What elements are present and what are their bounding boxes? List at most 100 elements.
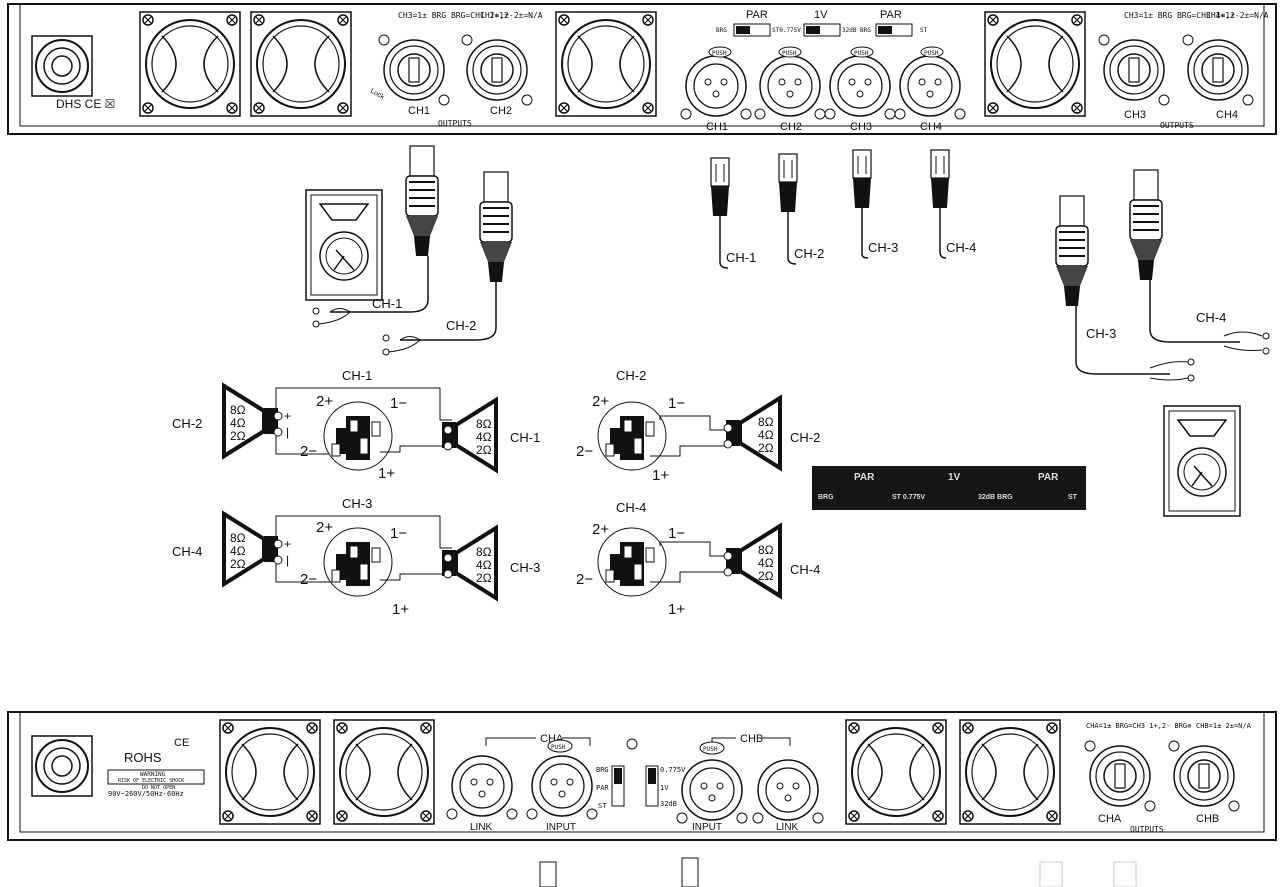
input-label: INPUT [546, 822, 576, 833]
one-volt-label: 1V [814, 9, 828, 21]
svg-text:1−: 1− [390, 395, 407, 412]
push-button[interactable]: PUSH [850, 46, 874, 58]
xlr-cable-label-ch1: CH-1 [726, 250, 756, 265]
svg-text:0.775V: 0.775V [660, 766, 686, 774]
output-label-ch3: CH3 [1124, 109, 1146, 121]
svg-text:4Ω: 4Ω [230, 544, 246, 558]
link-label: LINK [776, 822, 799, 833]
xlr-cable-label-ch3: CH-3 [868, 240, 898, 255]
svg-text:|: | [286, 553, 289, 567]
svg-text:4Ω: 4Ω [758, 428, 774, 442]
xlr-cable-label-ch4: CH-4 [946, 240, 976, 255]
brg-left-label: BRG [818, 494, 834, 501]
push-button[interactable]: PUSH [708, 46, 732, 58]
svg-text:2Ω: 2Ω [230, 429, 246, 443]
par-right-label: PAR [1038, 472, 1059, 483]
svg-text:8Ω: 8Ω [758, 543, 774, 557]
wiring-right-label: CH-3 [510, 560, 540, 575]
power-inlet-icon [31, 735, 93, 797]
one-volt-label: 1V [948, 472, 961, 483]
wiring-left-label: CH-2 [172, 416, 202, 431]
indicator-led [626, 738, 638, 750]
svg-text:2−: 2− [300, 571, 317, 588]
svg-text:PUSH: PUSH [782, 50, 797, 57]
xlr-cable-label-ch2: CH-2 [794, 246, 824, 261]
st-right-label: ST [1068, 494, 1077, 501]
svg-text:8Ω: 8Ω [476, 545, 492, 559]
svg-text:2Ω: 2Ω [230, 557, 246, 571]
xlr-plug-icon [930, 149, 950, 209]
wiring-top-label: CH-1 [342, 368, 372, 383]
brand-marks: DHS CE ☒ [56, 97, 115, 111]
speakon-plug-icon [1129, 169, 1163, 281]
svg-text:+: + [284, 409, 291, 423]
svg-text:ST: ST [598, 802, 607, 810]
svg-text:8Ω: 8Ω [476, 417, 492, 431]
svg-text:2Ω: 2Ω [476, 443, 492, 457]
xlr-plug-icon [710, 157, 730, 217]
svg-text:PUSH: PUSH [854, 50, 869, 57]
speaker-cabinet-icon [1163, 405, 1241, 517]
chb-label: CHB [740, 733, 763, 745]
st-label: ST [920, 27, 928, 34]
input-label-ch2: CH2 [780, 121, 802, 133]
speaker-cable-label-ch2: CH-2 [446, 318, 476, 333]
svg-text:1+: 1+ [652, 467, 669, 484]
svg-text:1+: 1+ [392, 601, 409, 618]
output-cha-caption: CHA=1± BRG=CH3 1+,2- BRG⊗ [1086, 722, 1191, 730]
svg-text:2Ω: 2Ω [758, 569, 774, 583]
wiring-diagram-ch1: 8Ω 4Ω 2Ω +| CH-2 CH-1 2+ 1− 2− 1+ 8Ω 4Ω … [172, 368, 540, 482]
svg-text:2−: 2− [576, 571, 593, 588]
push-button[interactable]: PUSH [778, 46, 802, 58]
svg-text:1V: 1V [660, 784, 669, 792]
svg-text:2+: 2+ [592, 521, 609, 538]
outputs-label: OUTPUTS [1130, 825, 1164, 834]
svg-text:DO NOT OPEN: DO NOT OPEN [142, 785, 175, 791]
db32-brg-label: 32dB BRG [978, 494, 1013, 501]
par-label: PAR [746, 9, 768, 21]
speakon-plug-icon [479, 171, 513, 283]
xlr-plug-icon [778, 153, 798, 213]
output-ch3-caption: CH3=1± BRG BRG=CH3 1+,2- [1124, 11, 1240, 20]
wiring-left-label: CH-4 [172, 544, 202, 559]
svg-text:2+: 2+ [592, 393, 609, 410]
partial-plug-icons [539, 857, 1137, 887]
svg-text:PUSH: PUSH [924, 50, 939, 57]
push-button[interactable]: PUSH [920, 46, 944, 58]
svg-text:+: + [284, 537, 291, 551]
output-chb-caption: CHB=1± 2±=N/A [1196, 722, 1252, 730]
svg-text:1−: 1− [668, 525, 685, 542]
output-label-ch2: CH2 [490, 105, 512, 117]
par-label: PAR [880, 9, 902, 21]
wiring-right-label: CH-2 [790, 430, 820, 445]
speakon-plug-icon [405, 145, 439, 257]
wiring-right-label: CH-4 [790, 562, 820, 577]
svg-text:2Ω: 2Ω [758, 441, 774, 455]
svg-text:2−: 2− [576, 443, 593, 460]
svg-text:4Ω: 4Ω [758, 556, 774, 570]
svg-text:1+: 1+ [668, 601, 685, 618]
push-button[interactable]: PUSH [699, 741, 725, 755]
svg-text:8Ω: 8Ω [230, 403, 246, 417]
speaker-cable-label-ch3: CH-3 [1086, 326, 1116, 341]
wiring-right-label: CH-1 [510, 430, 540, 445]
cable-illustrations: CH-1 CH-2 CH-1 CH-2 CH-3 CH-4 CH-3 CH-4 [305, 145, 1270, 517]
par-left-label: PAR [854, 472, 875, 483]
svg-text:4Ω: 4Ω [476, 430, 492, 444]
voltage-label: 90V~260V/50Hz-60Hz [108, 790, 184, 798]
push-button[interactable]: PUSH [547, 739, 573, 753]
speaker-cable-label-ch4: CH-4 [1196, 310, 1226, 325]
warning-box [107, 769, 205, 785]
wiring-diagram-ch4: CH-4 2+ 1− 2− 1+ 8Ω 4Ω 2Ω CH-4 [576, 500, 820, 618]
output-ch4-caption: CH4=1± 2±=N/A [1206, 11, 1269, 20]
bottom-rear-panel: ROHS CE WARNING RISK OF ELECTRIC SHOCK D… [7, 711, 1277, 841]
switch-settings-panel: PAR 1V PAR BRG ST 0.775V 32dB BRG ST [812, 466, 1086, 510]
svg-text:32dB: 32dB [660, 800, 677, 808]
warning-label: WARNING [140, 771, 166, 778]
out-cha-label: CHA [1098, 813, 1122, 825]
input-label-ch3: CH3 [850, 121, 872, 133]
output-label-ch4: CH4 [1216, 109, 1238, 121]
ce-label: CE [174, 737, 189, 749]
svg-text:1−: 1− [390, 525, 407, 542]
svg-text:PAR: PAR [596, 784, 609, 792]
